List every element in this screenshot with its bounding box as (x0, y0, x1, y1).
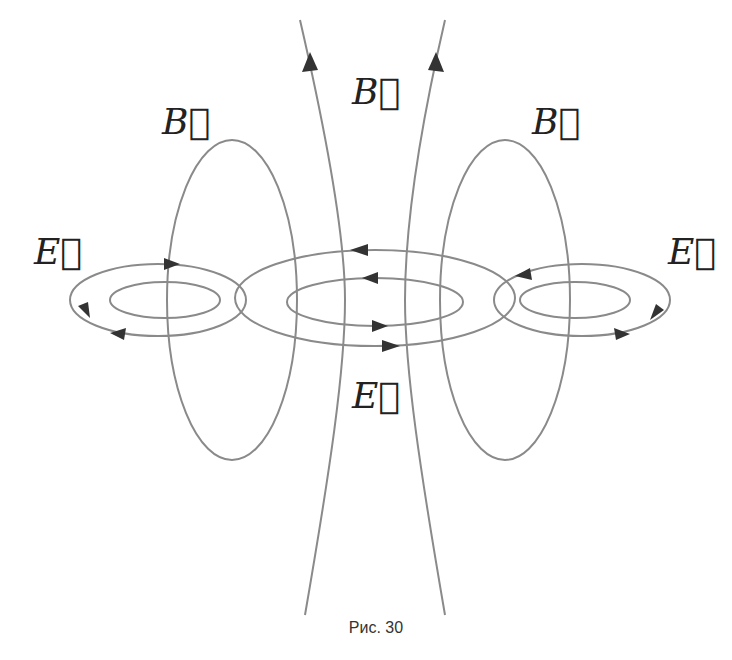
electric-field-ring (287, 278, 463, 326)
magnetic-field-loop (167, 140, 297, 460)
arrowhead (164, 258, 180, 270)
field-label: E⃗ (352, 374, 400, 417)
field-label: E⃗ (668, 230, 716, 273)
magnetic-field-loop (440, 140, 570, 460)
arrowhead (614, 328, 630, 340)
electric-field-ring (235, 250, 515, 346)
figure-caption: Рис. 30 (349, 619, 403, 637)
arrowhead (372, 320, 388, 332)
electric-field-ring (494, 264, 670, 336)
arrowhead (110, 328, 126, 340)
electric-field-ring (520, 282, 630, 318)
field-label: B⃗ (532, 100, 580, 143)
arrowhead (428, 52, 444, 72)
arrowhead (382, 340, 400, 352)
arrowhead (650, 304, 664, 320)
field-label: B⃗ (352, 70, 400, 113)
arrowhead (302, 52, 318, 72)
electric-field-ring (70, 264, 246, 336)
arrowhead (78, 302, 90, 318)
arrowhead (362, 272, 378, 284)
electric-field-ring (110, 282, 220, 318)
field-label: E⃗ (34, 230, 82, 273)
arrowhead (350, 244, 368, 256)
arrowhead (515, 268, 532, 280)
field-label: B⃗ (162, 100, 210, 143)
